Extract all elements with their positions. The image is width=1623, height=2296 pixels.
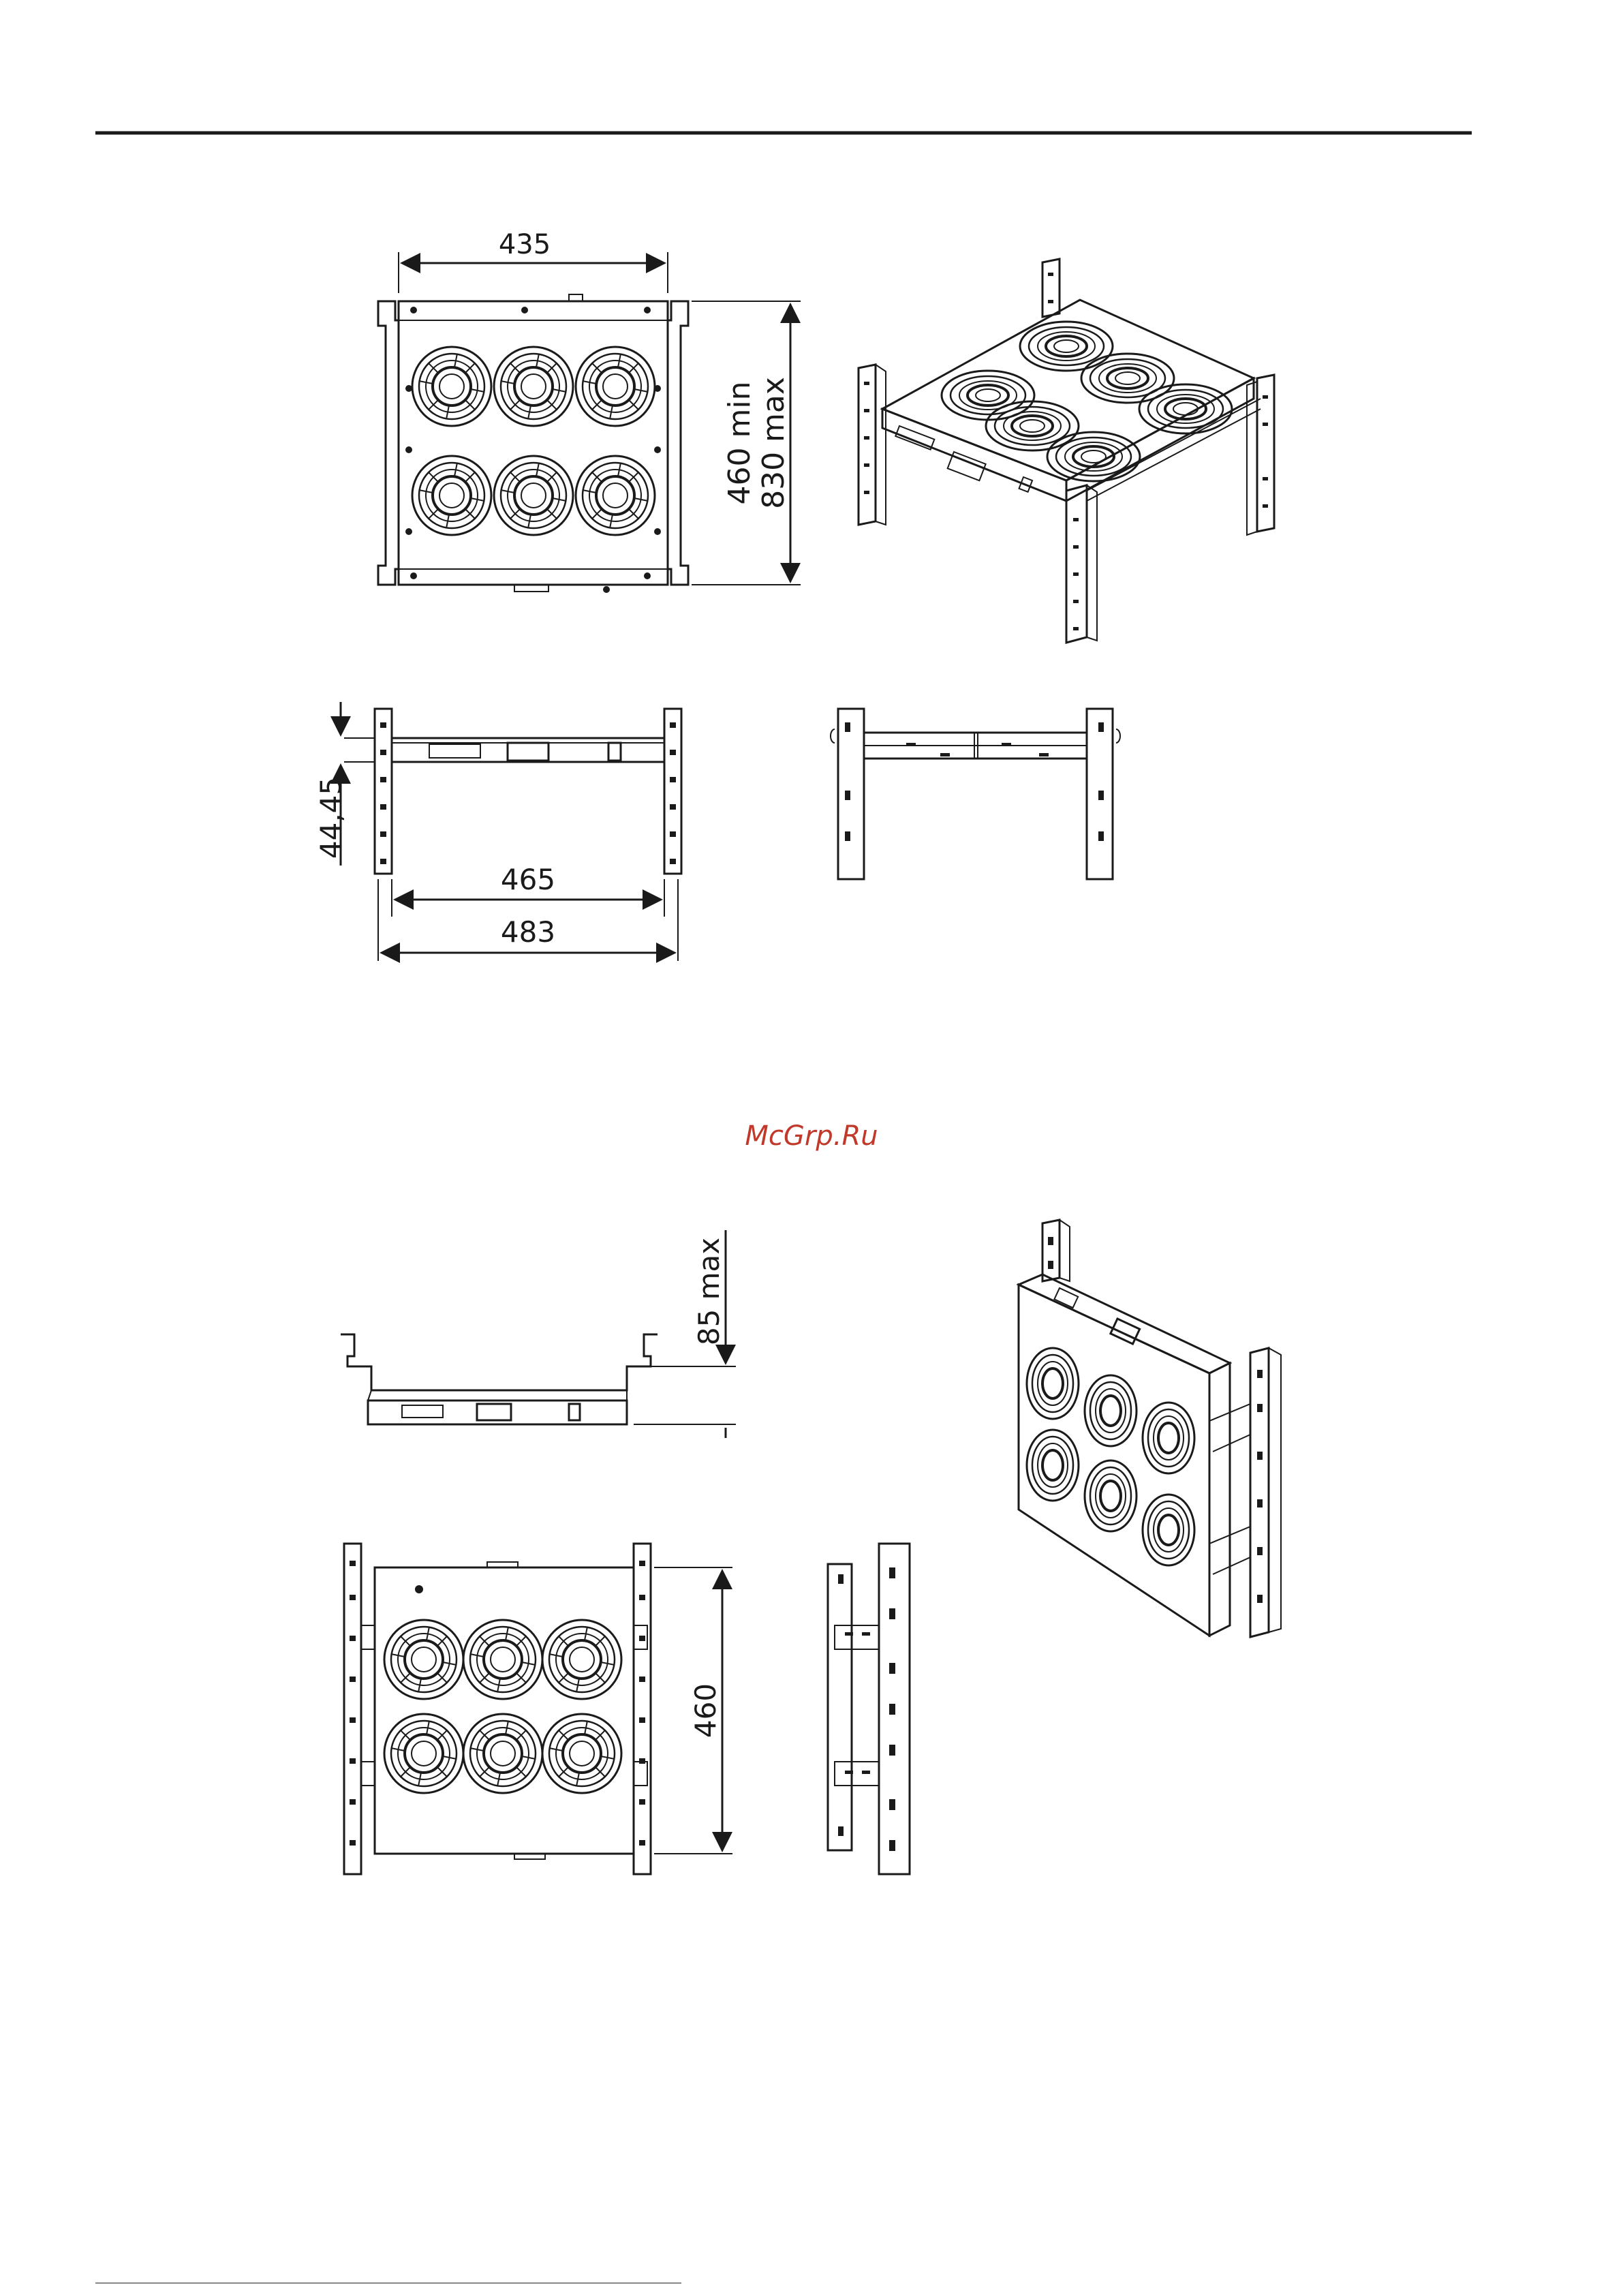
dim-wall-depth-max: 85 max — [692, 1238, 726, 1345]
dim-wall-height: 460 — [689, 1683, 722, 1738]
fan-tray-isometric-rack — [859, 259, 1274, 643]
watermark: McGrp.Ru — [745, 1120, 878, 1152]
dim-depth-min: 460 min — [722, 382, 757, 505]
wall-mount-side-view: 85 max — [341, 1230, 736, 1438]
fan-tray-top-view: 435 460 min 830 max — [378, 229, 801, 593]
dim-depth-max: 830 max — [756, 377, 791, 509]
dim-top-width: 435 — [499, 229, 551, 260]
wall-mount-profile-view — [828, 1544, 910, 1874]
fan-tray-rear-view — [831, 709, 1120, 879]
dim-inner-width: 465 — [501, 863, 555, 896]
fan-tray-front-view: 44,45 465 483 — [314, 702, 681, 961]
wall-mount-front-view: 460 — [344, 1544, 732, 1874]
dim-outer-width: 483 — [501, 915, 555, 949]
wall-mount-isometric-view — [1019, 1220, 1281, 1637]
dim-height-1u: 44,45 — [314, 777, 347, 859]
